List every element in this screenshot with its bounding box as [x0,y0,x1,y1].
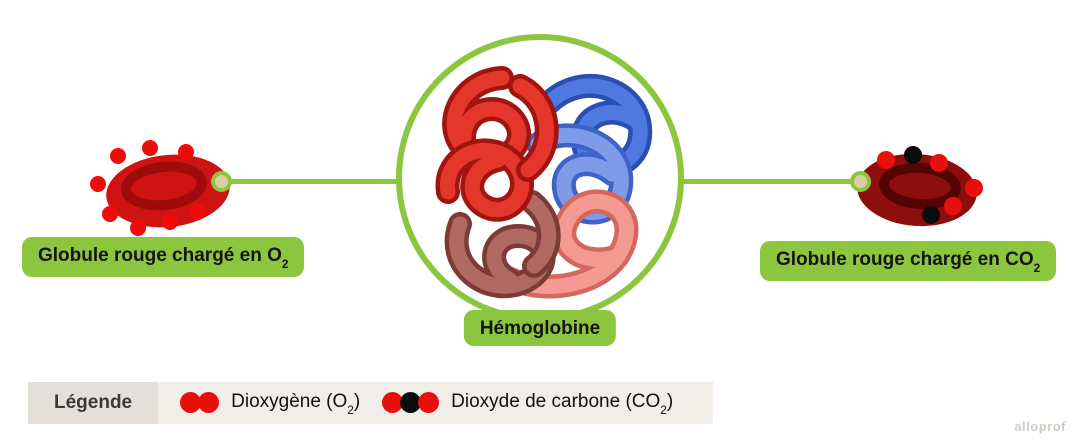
legend-bar: Légende Dioxygène (O2) Dioxyde de carbon… [28,382,713,424]
legend-item-dioxygen: Dioxygène (O2) [180,391,361,417]
carbon-dioxide-icon [382,392,440,414]
red-blood-cell-co2-illustration [857,146,983,227]
dioxygen-icon [180,392,220,414]
membrane-node-left [211,171,232,192]
subscript: 2 [281,257,289,271]
legend-item-label: Dioxyde de carbone (CO2) [451,391,674,417]
membrane-node-right [850,171,871,192]
subscript: 2 [1033,261,1041,275]
oxygen-molecule-dots [90,140,206,236]
watermark: alloprof [1014,419,1066,434]
red-blood-cell-o2-illustration [90,140,230,236]
label-red-blood-cell-o2: Globule rouge chargé en O2 [22,237,305,277]
label-hemoglobin: Hémoglobine [463,310,617,346]
hemoglobin-zoom-circle [396,34,684,322]
label-text: Hémoglobine [479,318,601,339]
label-red-blood-cell-co2: Globule rouge chargé en CO2 [760,241,1057,281]
connector-line-right [678,179,863,184]
label-text: Globule rouge chargé en CO [776,249,1034,270]
hemoglobin-protein-tangle [435,66,653,299]
connector-line-left [222,179,402,184]
legend-item-label: Dioxygène (O2) [231,391,361,417]
label-text: Globule rouge chargé en O [38,245,282,266]
legend-item-carbon-dioxide: Dioxyde de carbone (CO2) [382,391,674,417]
carbon-dioxide-molecule-dots [877,146,983,224]
legend-title: Légende [28,382,159,424]
